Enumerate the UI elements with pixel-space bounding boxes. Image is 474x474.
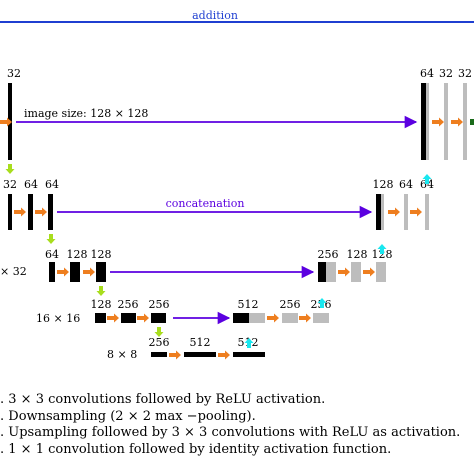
l2-right-block-3	[376, 262, 386, 282]
downsample-arrow-l2	[96, 286, 106, 296]
l3-left-block-3	[151, 313, 166, 323]
l3-right-block-3	[313, 313, 329, 323]
l1-right-block-1	[376, 194, 381, 230]
downsample-arrow-l1	[46, 234, 56, 244]
l4-size-label: 8 × 8	[107, 348, 137, 361]
l3-left-block-2	[121, 313, 136, 323]
l2-right-block-2	[351, 262, 361, 282]
l1-right-channel-3: 64	[420, 178, 434, 191]
relu-arrow-l3-l2	[137, 313, 149, 323]
relu-arrow-l0-in	[0, 117, 12, 127]
l0-right-channel-3: 32	[458, 67, 472, 80]
relu-arrow-l1-r2	[410, 207, 422, 217]
l3-left-channel-1: 128	[91, 298, 112, 311]
l2-left-channel-2: 128	[67, 248, 88, 261]
downsample-arrow-l3	[154, 327, 164, 337]
l2-right-channel-2: 128	[347, 248, 368, 261]
relu-arrow-l2-r1	[338, 267, 350, 277]
l1-right-channel-1: 128	[373, 178, 394, 191]
l4-channel-1: 256	[149, 336, 170, 349]
l1-left-channel-1: 32	[3, 178, 17, 191]
legend-item-conv-relu: . 3 × 3 convolutions followed by ReLU ac…	[0, 392, 326, 407]
l4-block-3	[233, 352, 265, 357]
l1-right-block-3	[425, 194, 429, 230]
relu-arrow-l1-l1	[14, 207, 26, 217]
relu-arrow-l4-1	[169, 350, 181, 360]
l3-left-block-1	[95, 313, 106, 323]
legend-item-identity-conv: . 1 × 1 convolution followed by identity…	[0, 441, 392, 457]
l1-left-channel-2: 64	[24, 178, 38, 191]
l3-right-channel-2: 256	[280, 298, 301, 311]
legend-item-upsampling: . Upsampling followed by 3 × 3 convoluti…	[0, 425, 461, 440]
relu-arrow-l1-r1	[388, 207, 400, 217]
l1-left-channel-3: 64	[45, 178, 59, 191]
l4-channel-2: 512	[190, 336, 211, 349]
l3-right-block-2	[282, 313, 298, 323]
l2-right-channel-3: 128	[372, 248, 393, 261]
l0-right-block-1b	[426, 83, 429, 160]
upsample-arrow-l2	[377, 244, 387, 254]
relu-arrow-l3-l1	[107, 313, 119, 323]
downsample-arrow-l0	[5, 164, 15, 174]
relu-arrow-l1-l2	[35, 207, 47, 217]
upsample-arrow-l1	[422, 174, 432, 184]
l3-left-channel-3: 256	[149, 298, 170, 311]
l2-left-block-3	[96, 262, 106, 282]
l0-right-block-3	[463, 83, 467, 160]
relu-arrow-l3-r2	[299, 313, 311, 323]
l3-right-block-1b	[249, 313, 265, 323]
l2-right-channel-1: 256	[318, 248, 339, 261]
l3-size-label: 16 × 16	[36, 312, 80, 325]
l4-block-1	[151, 352, 167, 357]
l3-left-channel-2: 256	[118, 298, 139, 311]
l2-left-block-1	[49, 262, 55, 282]
l1-left-block-3	[48, 194, 53, 230]
relu-arrow-l2-r2	[363, 267, 375, 277]
l0-right-channel-1: 64	[420, 67, 434, 80]
l2-right-block-1	[318, 262, 326, 282]
l3-right-block-1	[233, 313, 249, 323]
l1-right-block-1b	[381, 194, 384, 230]
relu-arrow-l0-r1	[432, 117, 444, 127]
relu-arrow-l2-l2	[83, 267, 95, 277]
l2-left-channel-3: 128	[91, 248, 112, 261]
l0-right-block-1	[421, 83, 426, 160]
relu-arrow-l3-r1	[267, 313, 279, 323]
concatenation-label: concatenation	[166, 197, 245, 210]
l0-left-channel: 32	[7, 67, 21, 80]
l1-right-block-2	[404, 194, 408, 230]
l0-right-block-2	[444, 83, 448, 160]
l4-block-2	[184, 352, 216, 357]
upsample-arrow-l3	[317, 298, 327, 308]
legend: . 3 × 3 convolutions followed by ReLU ac…	[0, 392, 474, 458]
l3-right-channel-1: 512	[238, 298, 259, 311]
l2-left-block-2	[70, 262, 80, 282]
l1-left-block-2	[28, 194, 33, 230]
l2-right-block-1b	[326, 262, 336, 282]
l2-size-label: × 32	[0, 265, 27, 278]
final-conv-arrow	[470, 119, 474, 125]
l1-left-block-1	[8, 194, 12, 230]
relu-arrow-l4-2	[218, 350, 230, 360]
l1-right-channel-2: 64	[399, 178, 413, 191]
l0-right-channel-2: 32	[439, 67, 453, 80]
operation-arrows	[0, 117, 463, 360]
legend-item-downsampling: . Downsampling (2 × 2 max −pooling).	[0, 408, 256, 424]
relu-arrow-l0-r2	[451, 117, 463, 127]
relu-arrow-l2-l1	[57, 267, 69, 277]
upsample-arrow-l4	[244, 338, 254, 348]
addition-label: addition	[192, 9, 238, 22]
image-size-label: image size: 128 × 128	[24, 107, 148, 120]
l2-left-channel-1: 64	[45, 248, 59, 261]
